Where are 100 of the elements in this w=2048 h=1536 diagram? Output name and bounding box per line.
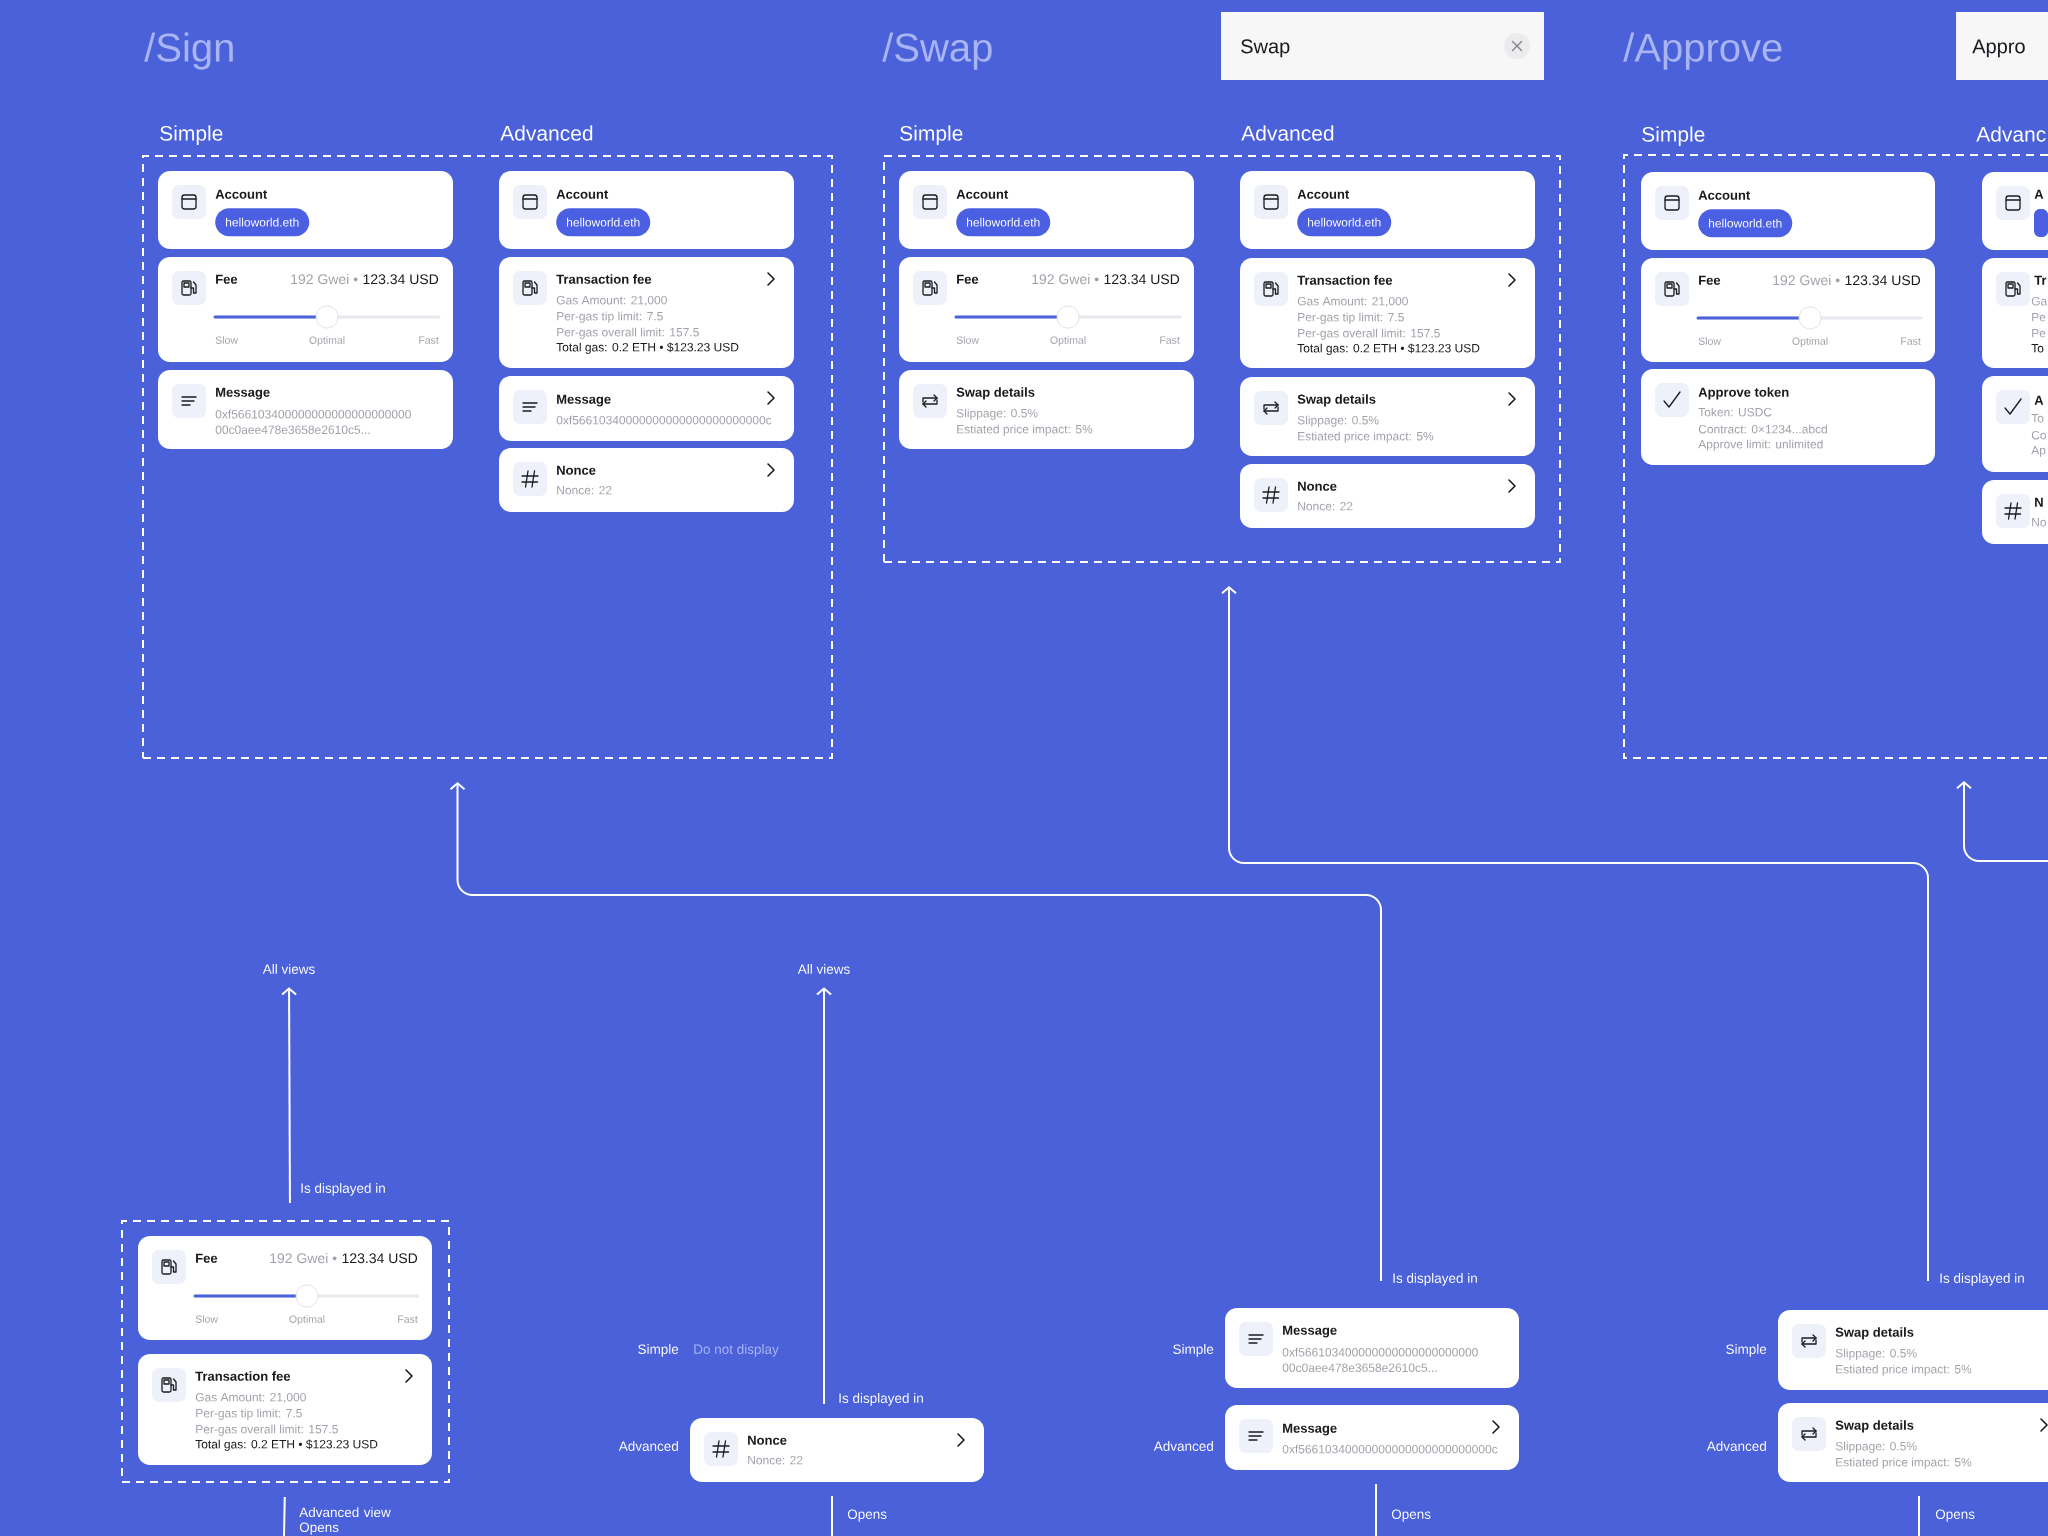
view-label: All views: [262, 964, 315, 974]
connector: [283, 1496, 286, 1536]
card-title: Message: [1283, 1423, 1337, 1436]
transaction-fee-card: [1982, 258, 2048, 368]
column-heading: Simple: [900, 125, 963, 145]
account-card: [1982, 172, 2048, 250]
swap-details-card: [1240, 377, 1535, 456]
card-title: N: [2035, 497, 2043, 507]
detail-text: Total gas: 0.2 ETH • $123.23 USD: [556, 342, 739, 354]
slider-label: Slow: [195, 1315, 218, 1323]
detail-text: Ga: [2031, 296, 2048, 306]
row-label: Simple: [1726, 1344, 1767, 1357]
detail-text: No: [2032, 518, 2047, 527]
account-chip: helloworld.eth: [956, 208, 1051, 237]
detail-text: To: [2031, 344, 2044, 353]
detail-text: Per-gas tip limit: 7.5: [1298, 312, 1404, 324]
card-title: Tr: [2034, 275, 2047, 285]
transaction-fee-card: [138, 1354, 432, 1465]
detail-text: To: [2031, 414, 2044, 423]
popup-title: Appro: [1972, 39, 2025, 58]
account-chip: [2034, 209, 2048, 237]
connector: [1918, 1495, 1920, 1536]
view-label: All views: [797, 964, 850, 974]
detail-text: Estiated price impact: 5%: [1836, 1364, 1972, 1376]
account-chip: helloworld.eth: [556, 208, 651, 237]
edge-label: Opens: [846, 1508, 888, 1523]
card-title: Transaction fee: [556, 274, 652, 284]
fee-amount: 192 Gwei •: [1032, 273, 1099, 285]
message-card: [158, 370, 453, 449]
detail-text: Token: USDC: [1698, 407, 1772, 417]
detail-text: Nonce: 22: [748, 1455, 803, 1465]
fee-amount: 192 Gwei •: [270, 1252, 337, 1264]
slider-label: Optimal: [1050, 336, 1086, 346]
connector: [1375, 1483, 1377, 1536]
fee-card: [1641, 258, 1935, 362]
card-title: A: [2034, 395, 2044, 405]
card-title: Fee: [957, 274, 979, 284]
card-title: Message: [557, 394, 611, 407]
detail-text: Total gas: 0.2 ETH • $123.23 USD: [195, 1439, 378, 1451]
detail-text: Slippage: 0.5%: [1835, 1441, 1917, 1453]
slider-label: Slow: [215, 336, 238, 344]
detail-text: Per-gas overall limit: 157.5: [557, 327, 699, 339]
card-title: Swap details: [1835, 1420, 1914, 1433]
detail-text: 0xf56610340000000000000000000000c: [1282, 1444, 1498, 1454]
detail-text: Nonce: 22: [1298, 501, 1353, 511]
detail-text: 0xf56610340000000000000000000000c: [556, 415, 772, 425]
card-title: A: [2034, 189, 2044, 199]
detail-text: Slippage: 0.5%: [956, 408, 1038, 420]
card-title: Nonce: [748, 1435, 787, 1445]
detail-text: Gas Amount: 21,000: [556, 295, 667, 306]
detail-text: Total gas: 0.2 ETH • $123.23 USD: [1297, 343, 1480, 355]
detail-text: 0xf566103400000000000000000000 00c0aee478e3658e2610c5...: [215, 409, 411, 434]
edge-label: Advanced view Opens: [298, 1506, 393, 1536]
card-title: Swap details: [1835, 1327, 1914, 1340]
card-title: Account: [1297, 189, 1350, 199]
card-title: Account: [956, 189, 1009, 199]
row-label: Advanced: [618, 1441, 678, 1451]
card-title: Transaction fee: [195, 1371, 291, 1381]
fee-card: [138, 1236, 432, 1340]
detail-text: Co: [2031, 430, 2047, 440]
section-title: /Sign: [144, 32, 233, 70]
account-chip: helloworld.eth: [1297, 208, 1392, 237]
slider-label: Optimal: [289, 1315, 325, 1325]
card-title: Message: [216, 387, 270, 400]
detail-text: Per-gas tip limit: 7.5: [557, 311, 663, 323]
nonce-card: [499, 448, 794, 512]
detail-text: Per-gas tip limit: 7.5: [196, 1408, 302, 1420]
approve-token-card: [1982, 376, 2048, 472]
card-title: Fee: [196, 1253, 218, 1263]
transaction-fee-card: [499, 257, 794, 368]
slider-label: Fast: [1160, 336, 1180, 344]
popup-header: [1221, 12, 1544, 80]
connector: [1221, 586, 1929, 1282]
card-title: Nonce: [557, 465, 596, 475]
swap-details-card: [899, 370, 1194, 449]
edge-label: Is displayed in: [837, 1392, 925, 1407]
connector: [1956, 781, 2048, 862]
popup-header: [1956, 12, 2048, 80]
slider-label: Fast: [419, 336, 439, 344]
fee-amount: 123.34 USD: [363, 274, 439, 285]
detail-text: Estiated price impact: 5%: [957, 424, 1093, 436]
detail-text: Pe: [2032, 329, 2046, 338]
section-title: /Approve: [1623, 32, 1782, 70]
card-title: Account: [215, 189, 268, 199]
card-title: Account: [1698, 190, 1751, 200]
fee-card: [158, 257, 453, 362]
approve-token-card: [1641, 369, 1935, 465]
card-title: Message: [1283, 1325, 1337, 1338]
card-title: Swap details: [956, 387, 1035, 400]
note-text: Do not display: [694, 1344, 779, 1357]
column-heading: Simple: [160, 125, 223, 145]
detail-text: Approve limit: unlimited: [1698, 439, 1823, 451]
slider-label: Optimal: [309, 336, 345, 346]
popup-title: Swap: [1241, 39, 1290, 58]
column-heading: Advanced: [1241, 125, 1334, 141]
connector: [816, 987, 832, 1405]
card-title: Fee: [216, 274, 238, 284]
account-chip: helloworld.eth: [1698, 209, 1793, 238]
slider-label: Fast: [1901, 337, 1921, 345]
column-heading: Advanced: [500, 125, 593, 141]
